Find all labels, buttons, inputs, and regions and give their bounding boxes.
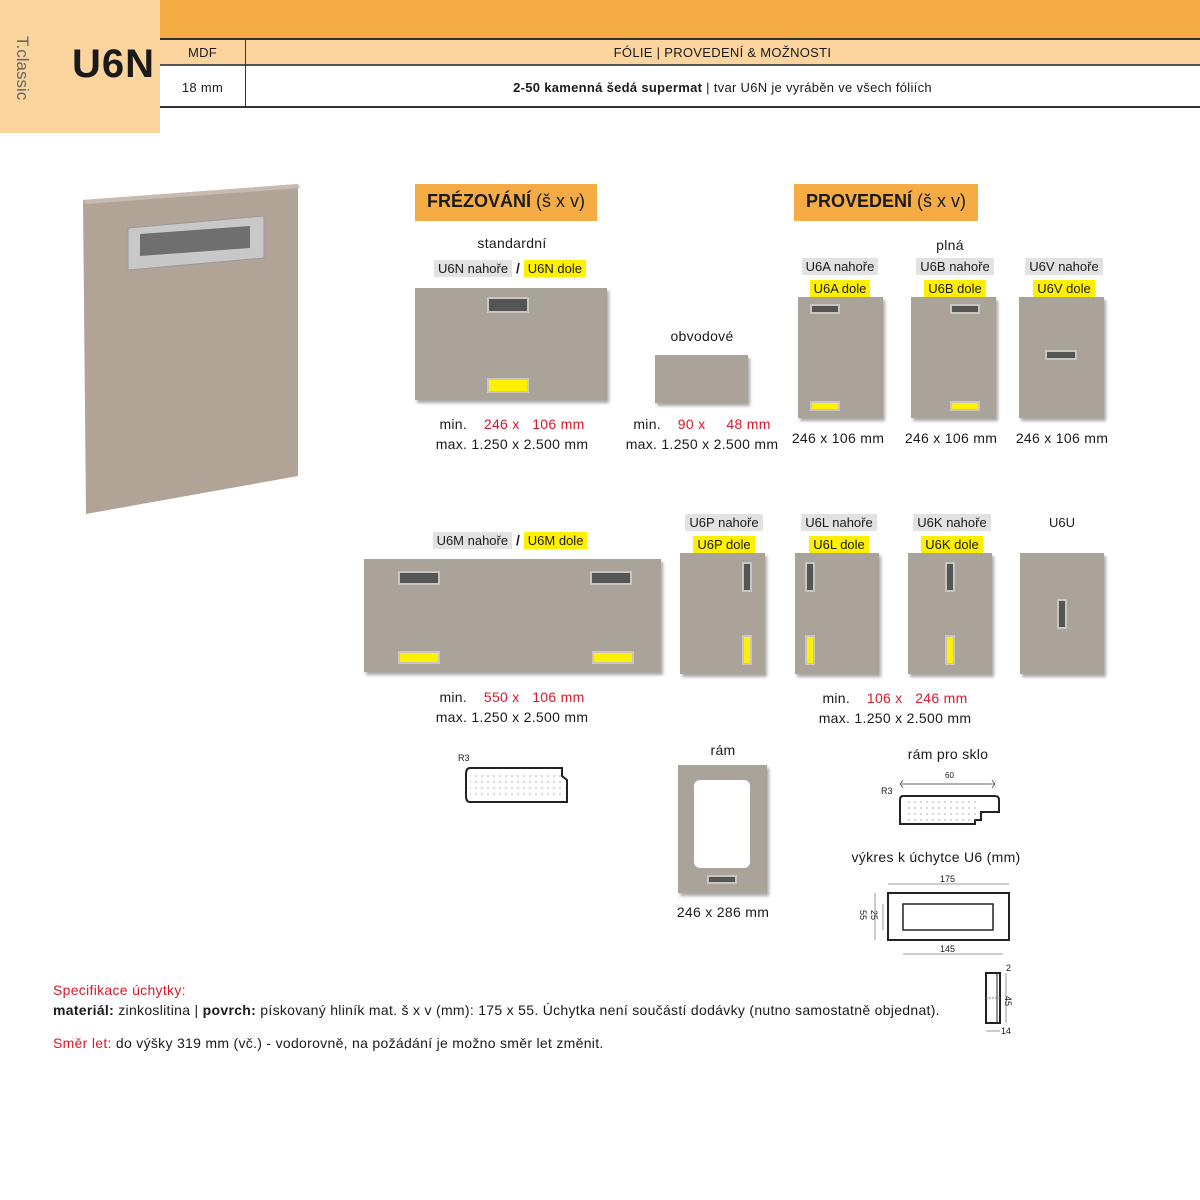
panel-obvodove [655, 355, 748, 403]
spec-direction: Směr let: do výšky 319 mm (vč.) - vodoro… [53, 1035, 604, 1051]
row2-min: min. 106 x 246 mm [822, 690, 968, 706]
panel-u6v [1019, 297, 1104, 418]
col-mdf-head: MDF [187, 45, 218, 60]
u6b-size: 246 x 106 mm [904, 430, 998, 446]
u6a-bottom: U6A dole [809, 280, 871, 297]
u6b-bottom: U6B dole [924, 280, 986, 297]
panel-standard [415, 288, 607, 400]
u6l-bottom: U6L dole [809, 536, 869, 553]
u6p-bottom: U6P dole [693, 536, 755, 553]
ram-label: rám [710, 742, 736, 758]
standard-max: max. 1.250 x 2.500 mm [435, 436, 589, 452]
door-image [83, 184, 300, 514]
product-code: U6N [72, 42, 156, 86]
frezovani-heading: FRÉZOVÁNÍ (š x v) [415, 184, 598, 221]
divider [245, 40, 246, 108]
panel-u6m [364, 559, 661, 672]
panel-u6b [911, 297, 996, 418]
u6m-max: max. 1.250 x 2.500 mm [435, 709, 589, 725]
col-folie-head: FÓLIE | PROVEDENÍ & MOŽNOSTI [613, 45, 832, 60]
standard-min: min. 246 x 106 mm [439, 416, 585, 432]
provedeni-heading: PROVEDENÍ (š x v) [794, 184, 979, 221]
header-row [160, 40, 1200, 66]
brand-block [0, 0, 160, 133]
drawing-title: výkres k úchytce U6 (mm) [851, 849, 1021, 865]
folie-name: 2-50 kamenná šedá supermat [513, 80, 703, 95]
header-band [160, 0, 1200, 40]
panel-ram [678, 765, 767, 893]
u6m-variants: U6M nahoře / U6M dole [400, 532, 620, 549]
u6b-top: U6B nahoře [916, 258, 994, 275]
row2-max: max. 1.250 x 2.500 mm [818, 710, 972, 726]
u6k-bottom: U6K dole [921, 536, 983, 553]
panel-u6a [798, 297, 883, 418]
folie-value: 2-50 kamenná šedá supermat | tvar U6N je… [245, 80, 1200, 95]
dim-25: 25 [869, 909, 880, 921]
edge-profile [465, 767, 568, 803]
u6m-min: min. 550 x 106 mm [439, 689, 585, 705]
glass-frame-profile [899, 779, 1000, 825]
spec-title: Specifikace úchytky: [53, 982, 186, 998]
u6u-label: U6U [1048, 515, 1075, 530]
spec-material: materiál: zinkoslitina | povrch: pískova… [53, 1002, 940, 1018]
panel-u6p [680, 553, 765, 674]
variant-bottom: U6N dole [523, 260, 586, 277]
header-row2 [160, 66, 1200, 108]
sklo-width: 60 [945, 771, 954, 780]
u6a-size: 246 x 106 mm [791, 430, 885, 446]
panel-u6l [795, 553, 879, 674]
u6l-top: U6L nahoře [801, 514, 877, 531]
handle-drawing [874, 883, 1010, 955]
dim-2: 2 [1006, 963, 1012, 973]
obvodove-label: obvodové [670, 328, 734, 344]
obvodove-min: min. 90 x 48 mm [633, 416, 771, 432]
brand-logo: T.classic [13, 36, 32, 101]
dim-55: 55 [858, 909, 869, 921]
r3-label: R3 [458, 753, 470, 763]
standard-label: standardní [477, 235, 547, 251]
plna-label: plná [936, 237, 964, 253]
u6k-top: U6K nahoře [913, 514, 991, 531]
sklo-r3: R3 [881, 786, 893, 796]
standard-variants: U6N nahoře / U6N dole [400, 260, 620, 277]
dim-145: 145 [940, 944, 956, 954]
handle-side-drawing [985, 972, 1007, 1032]
dim-14: 14 [1001, 1026, 1012, 1036]
dim-45: 45 [1003, 995, 1014, 1007]
ram-size: 246 x 286 mm [676, 904, 770, 920]
panel-u6u [1020, 553, 1104, 674]
ram-sklo-label: rám pro sklo [907, 746, 989, 762]
obvodove-max: max. 1.250 x 2.500 mm [625, 436, 779, 452]
u6a-top: U6A nahoře [801, 258, 879, 275]
variant-top: U6N nahoře [434, 260, 513, 277]
dim-175: 175 [940, 874, 956, 884]
folie-note: | tvar U6N je vyráběn ve všech fóliích [702, 80, 932, 95]
u6v-top: U6V nahoře [1025, 258, 1103, 275]
u6p-top: U6P nahoře [685, 514, 763, 531]
u6v-bottom: U6V dole [1033, 280, 1095, 297]
panel-u6k [908, 553, 992, 674]
u6v-size: 246 x 106 mm [1015, 430, 1109, 446]
thickness-value: 18 mm [181, 80, 224, 95]
